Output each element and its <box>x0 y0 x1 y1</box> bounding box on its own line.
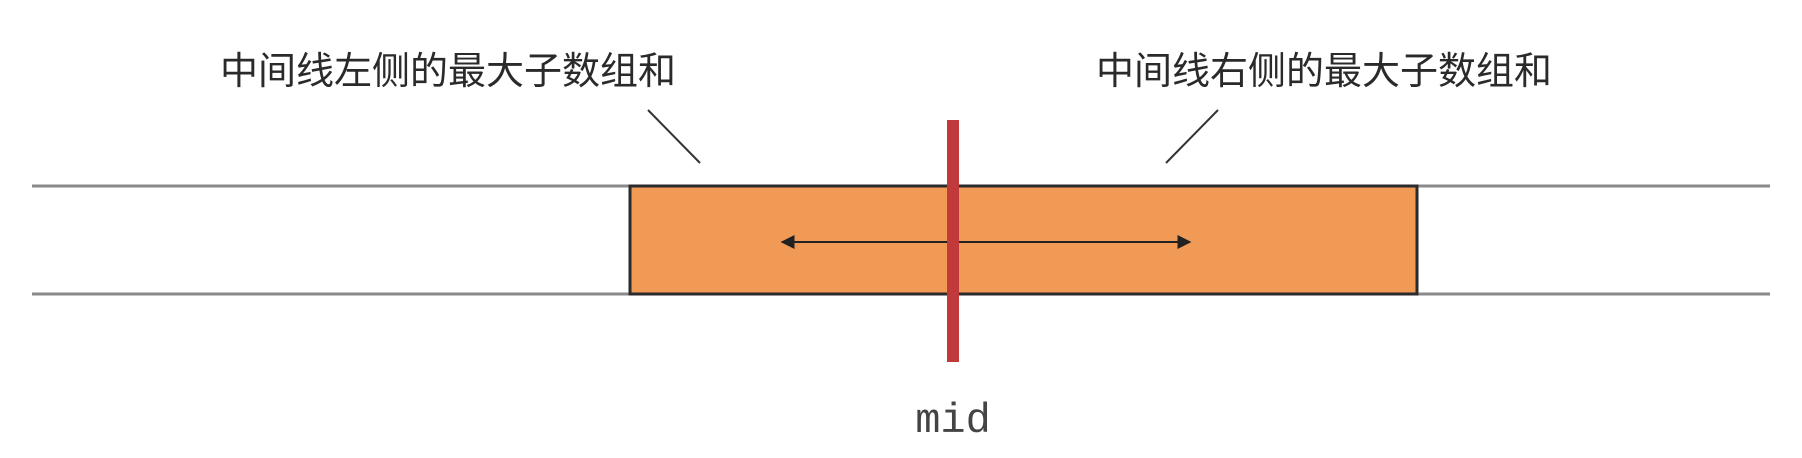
left-max-sum-label: 中间线左侧的最大子数组和 <box>220 49 676 93</box>
mid-label: mid <box>915 397 991 445</box>
left-label-pointer <box>647 109 701 164</box>
crossing-subarray-segment <box>628 184 1419 296</box>
right-label-pointer <box>1165 109 1219 164</box>
right-max-sum-label: 中间线右侧的最大子数组和 <box>1096 49 1552 93</box>
